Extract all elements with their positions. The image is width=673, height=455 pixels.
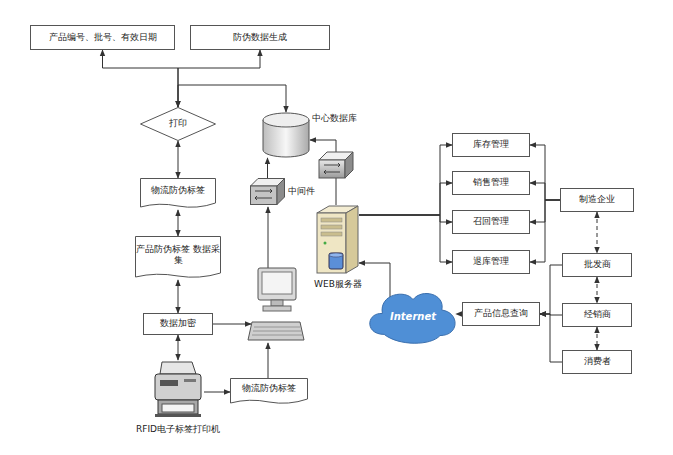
node-label: 库存管理 bbox=[473, 139, 509, 150]
process-box: 数据加密 bbox=[143, 313, 213, 335]
node-label: 召回管理 bbox=[473, 216, 509, 227]
server-node: WEB服务器 bbox=[305, 203, 371, 291]
tag-path bbox=[136, 237, 221, 278]
connector bbox=[267, 158, 268, 178]
tag-path bbox=[231, 379, 308, 404]
node-label: 打印 bbox=[169, 118, 187, 129]
node-label: RFID电子标签打印机 bbox=[130, 424, 226, 435]
node-label: 数据加密 bbox=[160, 318, 196, 329]
node-text: 召回管理 bbox=[473, 216, 509, 227]
node-label: 产品防伪标签 数据采集 bbox=[135, 244, 221, 267]
node-label: 防伪数据生成 bbox=[233, 32, 287, 43]
connector bbox=[597, 277, 598, 303]
server-drawing bbox=[313, 205, 359, 275]
connector bbox=[178, 85, 286, 112]
node-text: 产品信息查询 bbox=[474, 308, 528, 319]
node-label: 退库管理 bbox=[473, 256, 509, 267]
connector bbox=[540, 314, 562, 362]
node-text: 销售管理 bbox=[473, 177, 509, 188]
printer-node: RFID电子标签打印机 bbox=[130, 358, 226, 442]
node-label: 消费者 bbox=[584, 356, 611, 367]
connector bbox=[204, 392, 230, 393]
db-drawing bbox=[262, 112, 310, 158]
node-text: 数据加密 bbox=[160, 318, 196, 329]
server-icon bbox=[313, 205, 359, 275]
node-text: 物流防伪标签 bbox=[151, 185, 205, 196]
switch-icon bbox=[319, 152, 353, 178]
actor-box: 批发商 bbox=[562, 253, 632, 277]
connector bbox=[359, 183, 452, 215]
connector bbox=[530, 183, 560, 200]
connector bbox=[597, 212, 598, 253]
connector bbox=[597, 327, 598, 350]
node-text: 产品防伪标签 数据采集 bbox=[135, 244, 221, 267]
connector bbox=[530, 200, 560, 262]
node-text: 产品编号、批号、有效日期 bbox=[49, 32, 157, 43]
printer-icon bbox=[152, 360, 204, 418]
diamond-path bbox=[141, 108, 216, 141]
module-box: 召回管理 bbox=[452, 210, 530, 234]
node-text: 打印 bbox=[169, 118, 187, 129]
switch-drawing bbox=[250, 178, 285, 205]
node-label: 经销商 bbox=[584, 309, 611, 320]
actor-box: 消费者 bbox=[562, 350, 632, 374]
internet-cloud: Internet bbox=[368, 288, 458, 346]
database-node: 中心数据库 bbox=[262, 110, 362, 160]
node-label: 产品编号、批号、有效日期 bbox=[49, 32, 157, 43]
node-text: 退库管理 bbox=[473, 256, 509, 267]
node-label: 物流防伪标签 bbox=[242, 383, 296, 394]
node-text: 库存管理 bbox=[473, 139, 509, 150]
node-label: 中心数据库 bbox=[312, 113, 357, 124]
node-label: 产品信息查询 bbox=[474, 308, 528, 319]
label-tag: 物流防伪标签 bbox=[230, 378, 308, 406]
middleware-node: 中间件 bbox=[250, 176, 318, 206]
connector bbox=[359, 215, 452, 222]
node-text: 物流防伪标签 bbox=[242, 383, 296, 394]
actor-box: 制造企业 bbox=[560, 188, 634, 212]
node-label: 批发商 bbox=[584, 259, 611, 270]
connector bbox=[178, 50, 260, 107]
node-label: 物流防伪标签 bbox=[151, 185, 205, 196]
connector bbox=[178, 141, 179, 178]
decision-diamond: 打印 bbox=[140, 107, 216, 141]
connector bbox=[530, 145, 560, 200]
node-label: 制造企业 bbox=[579, 194, 615, 205]
label-tag: 物流防伪标签 bbox=[140, 178, 216, 210]
connector bbox=[540, 265, 562, 314]
node-text: 批发商 bbox=[584, 259, 611, 270]
db-icon bbox=[262, 112, 310, 158]
connector bbox=[178, 335, 179, 360]
tag-path bbox=[141, 179, 216, 208]
node-label: WEB服务器 bbox=[305, 279, 371, 290]
process-box: 防伪数据生成 bbox=[190, 25, 330, 50]
label-tag: 产品防伪标签 数据采集 bbox=[135, 236, 221, 280]
connector bbox=[178, 280, 179, 313]
node-text: Internet bbox=[390, 311, 436, 324]
connector bbox=[178, 210, 179, 236]
node-label: 中间件 bbox=[288, 186, 315, 197]
node-text: 制造企业 bbox=[579, 194, 615, 205]
node-text: 消费者 bbox=[584, 356, 611, 367]
node-text: 经销商 bbox=[584, 309, 611, 320]
query-box: 产品信息查询 bbox=[462, 302, 540, 326]
connector bbox=[103, 50, 179, 107]
connector bbox=[359, 263, 390, 298]
connector bbox=[359, 145, 452, 215]
module-box: 库存管理 bbox=[452, 133, 530, 157]
actor-box: 经销商 bbox=[562, 303, 632, 327]
cloud-path bbox=[370, 294, 455, 344]
input-box: 产品编号、批号、有效日期 bbox=[30, 25, 175, 50]
computer-icon bbox=[248, 268, 304, 340]
node-label: 销售管理 bbox=[473, 177, 509, 188]
node-label: Internet bbox=[390, 311, 436, 324]
switch-icon bbox=[250, 178, 285, 205]
node-text: 防伪数据生成 bbox=[233, 32, 287, 43]
connector bbox=[359, 215, 452, 262]
module-box: 退库管理 bbox=[452, 250, 530, 274]
printer-drawing bbox=[152, 360, 204, 418]
module-box: 销售管理 bbox=[452, 171, 530, 195]
